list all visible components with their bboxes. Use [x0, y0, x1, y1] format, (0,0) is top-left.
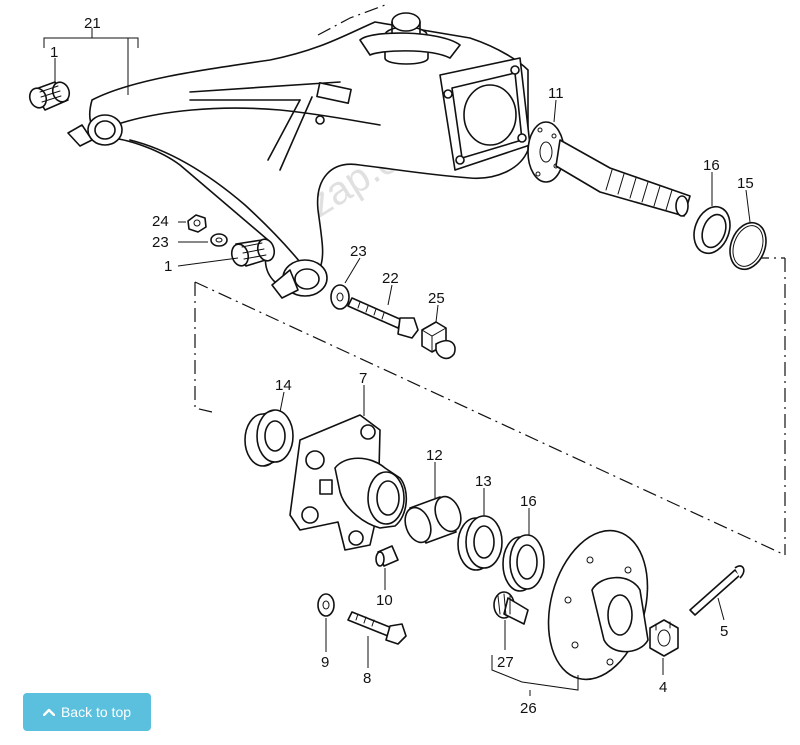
callout-labels: 21 1 24 23 1 23 22 25 11 16 15 14 7 12 1…	[50, 15, 754, 717]
back-to-top-button[interactable]: Back to top	[23, 693, 151, 731]
callout-25: 25	[428, 290, 445, 307]
callout-4: 4	[659, 679, 667, 696]
callout-5: 5	[720, 623, 728, 640]
callout-21: 21	[84, 15, 101, 32]
callout-16-lower: 16	[520, 493, 537, 510]
callout-22: 22	[382, 270, 399, 287]
callout-7: 7	[359, 370, 367, 387]
washer-part-23-left	[210, 233, 228, 247]
callout-14: 14	[275, 377, 292, 394]
axle-beam-part-21	[67, 12, 531, 299]
shaft-part-11	[527, 121, 691, 217]
callout-8: 8	[363, 670, 371, 687]
callout-13: 13	[475, 473, 492, 490]
bolt-part-8	[347, 611, 407, 645]
stud-part-27	[493, 591, 529, 625]
cotter-pin-part-5	[689, 565, 745, 616]
callout-24: 24	[152, 213, 169, 230]
callout-26: 26	[520, 700, 537, 717]
bolt-part-22	[347, 297, 419, 339]
back-to-top-label: Back to top	[60, 704, 132, 720]
sleeve-part-12	[404, 495, 462, 544]
leader-lines	[43, 28, 751, 696]
bushing-part-1-top	[28, 81, 71, 111]
callout-16-top: 16	[703, 157, 720, 174]
chevron-up-icon	[42, 708, 55, 716]
callout-11: 11	[548, 85, 564, 102]
callout-15: 15	[737, 175, 754, 192]
brake-disc-part-26	[547, 529, 649, 681]
callout-23-right: 23	[350, 243, 367, 260]
washer-part-23-right	[330, 284, 350, 310]
nut-part-24	[187, 214, 207, 233]
circlip-part-15	[729, 221, 767, 271]
callout-10: 10	[376, 592, 393, 609]
washer-part-9	[317, 593, 335, 617]
cap-nut-part-25	[421, 321, 456, 360]
bearing-part-13	[457, 515, 503, 571]
pin-part-10	[375, 545, 399, 567]
bushing-part-1-middle	[230, 238, 276, 267]
callout-23-left: 23	[152, 234, 169, 251]
callout-12: 12	[426, 447, 443, 464]
callout-27: 27	[497, 654, 514, 671]
wheel-carrier-part-7	[289, 414, 408, 551]
bearing-part-14	[244, 409, 294, 467]
callout-1-top: 1	[50, 44, 58, 61]
castle-nut-part-4	[649, 619, 679, 657]
ring-part-16-top	[693, 205, 731, 255]
ring-part-16-lower	[502, 534, 545, 592]
callout-9: 9	[321, 654, 329, 671]
callout-1-middle: 1	[164, 258, 172, 275]
